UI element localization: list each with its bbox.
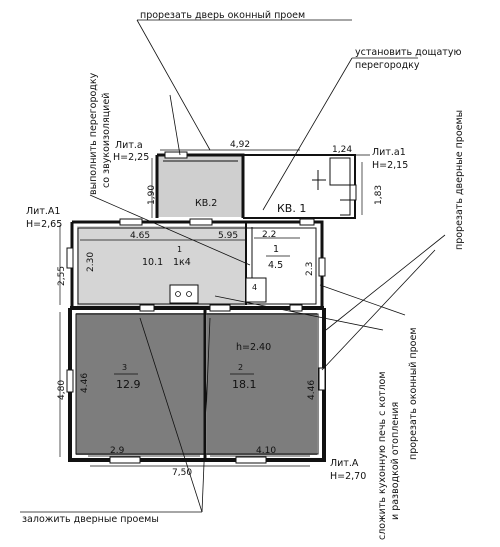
dim-4-46-right: 4.46: [307, 380, 317, 400]
utility-box: [245, 277, 267, 303]
dim-5-95: 5.95: [218, 231, 238, 241]
note-partition-soundproof-2: со звукоизоляцией: [101, 93, 112, 188]
dim-2-2: 2.2: [262, 230, 276, 240]
note-partition-soundproof-1: выполнить перегородку: [88, 72, 99, 195]
dim-4-92: 4,92: [230, 140, 250, 150]
dim-4-46-left: 4.46: [80, 373, 90, 393]
room-3-fill: [76, 313, 204, 455]
lit-a1-name: Лит.а1: [372, 147, 406, 158]
leader-lines: [20, 19, 446, 513]
note-cut-door-openings: прорезать дверные проемы: [454, 110, 465, 250]
kv1-room-number: 1: [273, 244, 279, 255]
lit-A-height: H=2,70: [330, 471, 366, 482]
doors: [139, 304, 303, 312]
note-install-partition-1: установить дощатую: [355, 47, 461, 58]
porch-steps: [312, 157, 351, 216]
dimension-lines: [59, 149, 370, 467]
dim-4-80: 4,80: [57, 380, 67, 400]
dim-4-65: 4.65: [130, 231, 150, 241]
lit-a-height: H=2,25: [113, 152, 149, 163]
dim-2-30: 2.30: [86, 252, 96, 272]
apartment-kv1: КВ. 1: [277, 202, 306, 215]
room-3-area: 12.9: [116, 378, 141, 391]
dim-1-90: 1,90: [147, 185, 157, 205]
apartment-kv2: КВ.2: [195, 198, 217, 209]
dim-1-83: 1,83: [374, 185, 384, 205]
note-stove-1: сложить кухонную печь с котлом: [377, 371, 388, 540]
stove: [169, 284, 199, 304]
lit-A1-height: H=2,65: [26, 219, 62, 230]
kitchen-number: 1: [177, 245, 182, 254]
kitchen-extra: 1к4: [173, 257, 191, 268]
room-2-number: 2: [238, 363, 243, 372]
lit-a1-height: H=2,15: [372, 160, 408, 171]
windows: [66, 151, 357, 464]
room-2-area: 18.1: [232, 378, 257, 391]
note-stove-2: и разводкой отопления: [390, 402, 401, 520]
dim-4-10: 4.10: [256, 446, 276, 456]
dim-2-9: 2.9: [110, 446, 125, 456]
dim-small-4: 4: [252, 283, 257, 292]
note-cut-window-opening: прорезать оконный проем: [408, 328, 419, 461]
room-kv2-annex-fill: [157, 155, 243, 217]
room-3-number: 3: [122, 363, 127, 372]
lit-A1-name: Лит.А1: [26, 206, 60, 217]
dim-1-24: 1,24: [332, 145, 352, 155]
note-block-door-openings: заложить дверные проемы: [22, 514, 159, 525]
note-cut-door-window: прорезать дверь оконный проем: [140, 10, 305, 21]
note-install-partition-2: перегородку: [355, 60, 420, 71]
dim-2-55: 2,55: [57, 266, 67, 286]
room-2-fill: [207, 313, 317, 455]
lit-a-name: Лит.а: [115, 140, 143, 151]
dim-2-3: 2.3: [305, 262, 315, 276]
room-2-height: h=2.40: [236, 342, 271, 353]
kitchen-area: 10.1: [142, 257, 163, 268]
dim-7-50: 7,50: [172, 468, 192, 478]
lit-A-name: Лит.А: [330, 458, 359, 469]
kv1-room-area: 4.5: [268, 260, 283, 271]
